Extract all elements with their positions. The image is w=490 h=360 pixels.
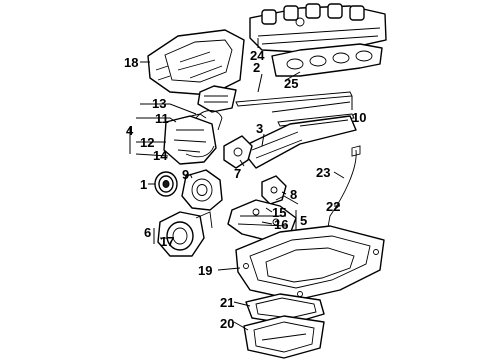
crankshaft-pulley-part — [154, 171, 178, 197]
label-21: 21 — [220, 295, 234, 310]
leader-lines — [129, 38, 353, 331]
oil-pan-lower-part — [243, 315, 325, 359]
label-7: 7 — [234, 166, 241, 181]
label-5: 5 — [300, 213, 307, 228]
label-15: 15 — [272, 205, 286, 220]
timing-cover-assembly-part — [163, 110, 223, 165]
label-19: 19 — [198, 263, 212, 278]
small-bracket-part — [261, 175, 287, 205]
label-23: 23 — [316, 165, 330, 180]
label-22: 22 — [326, 199, 340, 214]
label-17: 17 — [160, 234, 174, 249]
cylinder-head-cover-part — [239, 115, 357, 169]
label-25: 25 — [284, 76, 298, 91]
label-20: 20 — [220, 316, 234, 331]
intake-manifold-part — [249, 3, 387, 53]
engine-cover-part — [147, 29, 245, 96]
label-16: 16 — [274, 217, 288, 232]
small-valve-cover-part — [197, 85, 237, 113]
label-6: 6 — [144, 225, 151, 240]
oil-pan-upper-part — [235, 225, 385, 301]
label-14: 14 — [153, 148, 168, 163]
label-9: 9 — [182, 167, 189, 182]
label-2: 2 — [253, 60, 260, 75]
label-24: 24 — [250, 48, 265, 63]
label-8: 8 — [290, 187, 297, 202]
label-11: 11 — [155, 111, 169, 126]
label-18: 18 — [124, 55, 138, 70]
oil-pan-gasket-part — [245, 293, 325, 325]
oil-pump-housing-part — [181, 169, 223, 211]
callout-labels: 18 24 2 25 10 3 13 4 11 12 14 7 1 9 8 15… — [124, 48, 366, 331]
label-4: 4 — [126, 123, 134, 138]
label-1: 1 — [140, 177, 147, 192]
label-10: 10 — [352, 110, 366, 125]
label-12: 12 — [140, 135, 154, 150]
bracket-part — [223, 135, 253, 169]
label-13: 13 — [152, 96, 166, 111]
manifold-gasket-part — [271, 43, 383, 77]
water-pump-part — [157, 211, 213, 257]
label-3: 3 — [256, 121, 263, 136]
